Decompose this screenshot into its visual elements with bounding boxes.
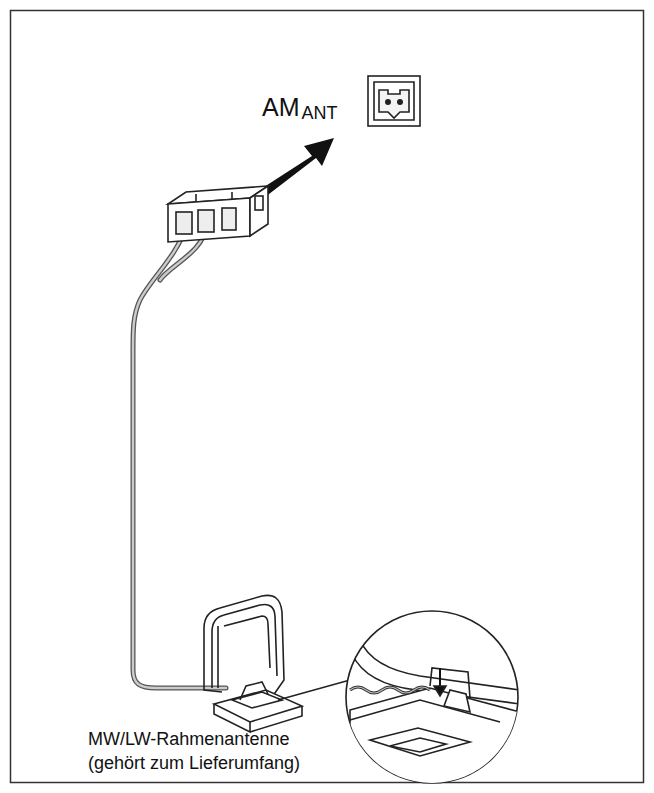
inset-leader (278, 680, 350, 700)
frame-border (11, 11, 644, 783)
antenna-plug (168, 186, 268, 242)
connector-label: ANT (302, 104, 338, 124)
connector-label: AM (262, 94, 300, 122)
antenna-wire (133, 226, 226, 688)
part-name: MW/LW-Rahmenantenne (88, 730, 289, 750)
loop-antenna (204, 595, 302, 732)
part-note: (gehört zum Lieferumfang) (88, 754, 300, 774)
detail-inset (346, 611, 520, 790)
antenna-socket (368, 76, 420, 126)
